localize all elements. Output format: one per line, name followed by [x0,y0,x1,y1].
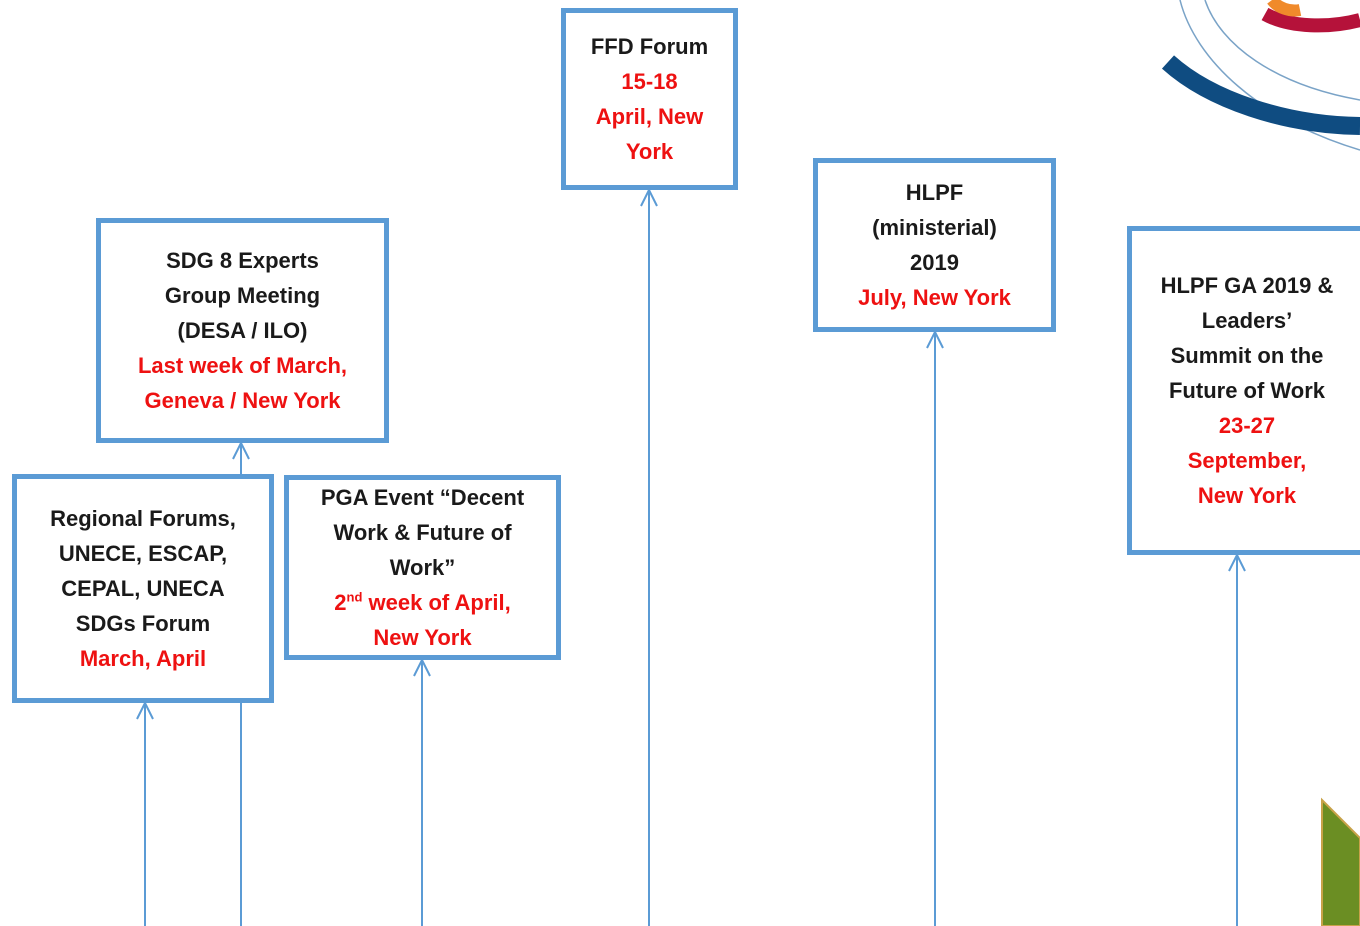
event-title-line: UNECE, ESCAP, [58,541,228,566]
event-date-line: Geneva / New York [144,388,341,413]
connector-hlpf-ministerial [926,329,944,926]
event-title-line: (ministerial) [872,215,997,240]
event-date-line: Last week of March, [137,353,348,378]
event-title-line: 2019 [910,250,959,275]
event-date-line: New York [373,625,472,650]
event-box-regional: Regional Forums, UNECE, ESCAP, CEPAL, UNEC… [12,474,274,703]
connector-regional [136,700,154,926]
event-date-line: September, [1187,448,1307,473]
event-title-line: (DESA / ILO) [177,318,308,343]
event-title-line: Work” [389,555,456,580]
event-date-line: April, New [595,104,704,129]
event-title-line: SDGs Forum [75,611,211,636]
event-title-line: Summit on the [1170,343,1324,368]
event-date-line: March, April [79,646,207,671]
event-date-line: July, New York [858,285,1011,310]
event-date-line: 2nd week of April, [334,589,511,615]
event-title-line: PGA Event “Decent [320,485,525,510]
event-title-line: Regional Forums, [50,506,236,531]
event-date-line: 15-18 [621,69,678,94]
event-date-line: New York [1197,483,1297,508]
connector-hlpf-ga [1228,552,1246,926]
event-title-line: SDG 8 Experts [166,248,319,273]
corner-triangle [1321,797,1360,926]
event-date-line: 23-27 [1218,413,1276,438]
event-title-line: HLPF GA 2019 & [1160,273,1334,298]
event-title-line: Work & Future of [333,520,512,545]
connector-pga [413,657,431,926]
connector-ffd [640,187,658,926]
event-title-line: FFD Forum [590,34,709,59]
event-title-line: Future of Work [1168,378,1326,403]
event-title-line: HLPF [905,180,964,205]
logo-arcs [1161,0,1360,151]
event-date-line: York [625,139,674,164]
event-title-line: CEPAL, UNECA [61,576,225,601]
event-title-line: Group Meeting [164,283,321,308]
event-title-line: Leaders’ [1201,308,1293,333]
